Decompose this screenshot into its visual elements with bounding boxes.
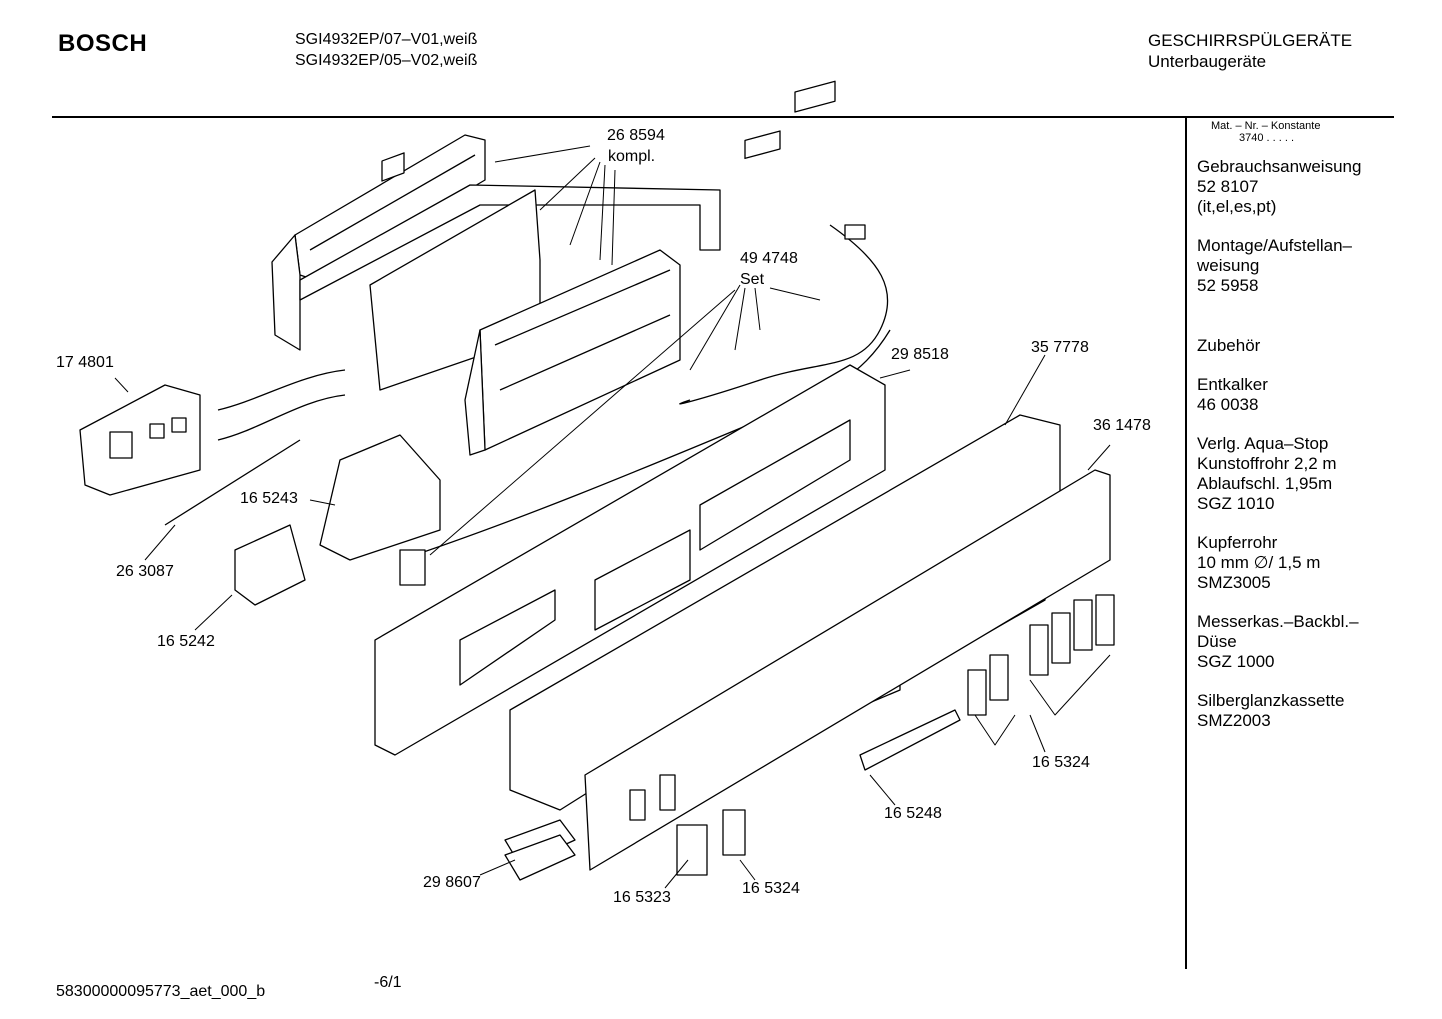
seal-part (164, 439, 301, 526)
model-number-2: SGI4932EP/05–V02,weiß (295, 52, 478, 69)
page-number: -6/1 (374, 974, 402, 991)
sidebar-entry-accessories: Zubehör (1197, 336, 1387, 356)
entry-line: Kupferrohr (1197, 533, 1278, 552)
part-label-268594: 26 8594 (607, 127, 665, 144)
header-divider (52, 116, 1394, 118)
part-label-263087: 26 3087 (116, 563, 174, 580)
ribbon-cable-part (217, 369, 346, 441)
sidebar-entry-aquastop: Verlg. Aqua–Stop Kunstoffrohr 2,2 m Abla… (1197, 434, 1387, 514)
entry-line: Gebrauchsanweisung (1197, 157, 1362, 176)
entry-line: Messerkas.–Backbl.– (1197, 612, 1359, 631)
part-label-165248: 16 5248 (884, 805, 942, 822)
category-title: GESCHIRRSPÜLGERÄTE (1148, 31, 1353, 50)
entry-line: SGZ 1000 (1197, 652, 1275, 671)
part-label-165243: 16 5243 (240, 490, 298, 507)
button-part (676, 824, 708, 876)
bracket-part (234, 524, 306, 606)
sidebar-divider (1185, 117, 1187, 969)
entry-line: (it,el,es,pt) (1197, 197, 1277, 216)
entry-line: 46 0038 (1197, 395, 1259, 414)
sidebar-entry-silver-cassette: Silberglanzkassette SMZ2003 (1197, 691, 1387, 731)
document-id: 58300000095773_aet_000_b (56, 983, 266, 1000)
part-label-298607: 29 8607 (423, 874, 481, 891)
entry-line: SGZ 1010 (1197, 494, 1275, 513)
entry-line: Montage/Aufstellan– (1197, 236, 1352, 255)
entry-line: Kunstoffrohr 2,2 m (1197, 454, 1337, 473)
entry-line: Verlg. Aqua–Stop (1197, 434, 1329, 453)
part-label-165324-b: 16 5324 (742, 880, 800, 897)
part-label-set: Set (740, 271, 765, 288)
front-panel-part (584, 469, 1111, 871)
entry-line: Ablaufschl. 1,95m (1197, 474, 1333, 493)
part-label-361478: 36 1478 (1093, 417, 1151, 434)
button-group-part (722, 594, 1115, 856)
entry-line: Düse (1197, 632, 1237, 651)
foam-block-part (504, 819, 576, 881)
konstante-value: 3740 . . . . . (1239, 132, 1295, 144)
entry-line: 52 8107 (1197, 177, 1259, 196)
sidebar-entry-manual: Gebrauchsanweisung 52 8107 (it,el,es,pt) (1197, 157, 1387, 217)
part-label-kompl: kompl. (608, 148, 656, 165)
switch-module-part (464, 249, 681, 456)
konstante-label: Mat. – Nr. – Konstante (1211, 120, 1321, 132)
sidebar-entry-installation: Montage/Aufstellan– weisung 52 5958 (1197, 236, 1387, 296)
entry-line: SMZ3005 (1197, 573, 1271, 592)
entry-line: weisung (1197, 256, 1260, 275)
part-label-494748: 49 4748 (740, 250, 798, 267)
sidebar-entry-descaler: Entkalker 46 0038 (1197, 375, 1387, 415)
entry-line: 10 mm ∅/ 1,5 m (1197, 553, 1321, 572)
strip-part (859, 709, 961, 771)
exploded-parts-drawing (79, 80, 1115, 889)
parts-sidebar: Mat. – Nr. – Konstante 3740 . . . . . Ge… (1197, 120, 1387, 731)
leader-lines (114, 145, 1111, 889)
top-cover-part (271, 134, 721, 351)
model-number-1: SGI4932EP/07–V01,weiß (295, 31, 478, 48)
entry-line: SMZ2003 (1197, 711, 1271, 730)
rear-frame-part (374, 364, 886, 756)
part-label-165323: 16 5323 (613, 889, 671, 906)
sidebar-entry-copper-pipe: Kupferrohr 10 mm ∅/ 1,5 m SMZ3005 (1197, 533, 1387, 593)
part-label-298518: 29 8518 (891, 346, 949, 363)
entry-line: Entkalker (1197, 375, 1268, 394)
housing-part (319, 434, 441, 561)
brand-logo: BOSCH (58, 30, 148, 57)
display-module-part (79, 384, 201, 496)
part-label-174801: 17 4801 (56, 354, 114, 371)
entry-line: Silberglanzkassette (1197, 691, 1345, 710)
part-label-165324-a: 16 5324 (1032, 754, 1090, 771)
part-label-357778: 35 7778 (1031, 339, 1089, 356)
entry-line: 52 5958 (1197, 276, 1259, 295)
wiring-harness-part (399, 80, 891, 586)
part-label-165242: 16 5242 (157, 633, 215, 650)
category-subtitle: Unterbaugeräte (1148, 52, 1267, 71)
entry-line: Zubehör (1197, 336, 1261, 355)
sidebar-entry-nozzle: Messerkas.–Backbl.– Düse SGZ 1000 (1197, 612, 1387, 672)
